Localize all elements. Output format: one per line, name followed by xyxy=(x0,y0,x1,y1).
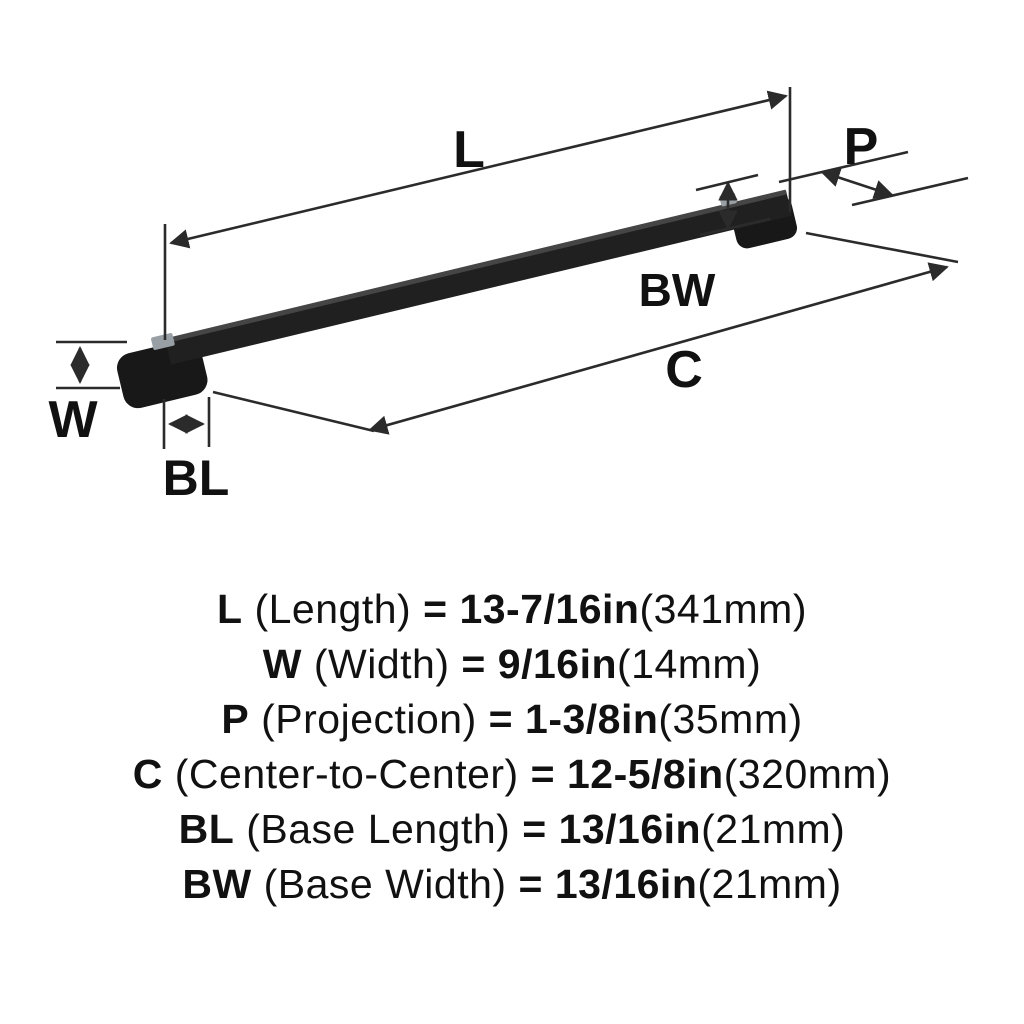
dim-abbr: BL xyxy=(178,806,235,852)
dim-name: (Length) xyxy=(254,586,412,632)
dim-value-metric: (14mm) xyxy=(617,641,762,687)
label-projection: P xyxy=(844,118,879,176)
dim-abbr: C xyxy=(132,751,163,797)
dim-value-metric: (341mm) xyxy=(639,586,807,632)
legend-row-projection: P (Projection) = 1-3/8in(35mm) xyxy=(0,692,1024,747)
legend-row-base-width: BW (Base Width) = 13/16in(21mm) xyxy=(0,857,1024,912)
dim-value-metric: (35mm) xyxy=(658,696,803,742)
dim-abbr: L xyxy=(217,586,243,632)
legend-row-width: W (Width) = 9/16in(14mm) xyxy=(0,637,1024,692)
label-width: W xyxy=(48,391,98,449)
dim-name: (Base Width) xyxy=(263,861,507,907)
dimension-labels: L P BW C W BL xyxy=(48,118,878,506)
center-left-extension xyxy=(212,390,375,433)
dim-value-imperial: 12-5/8in xyxy=(566,751,724,797)
dimension-diagram: L P BW C W BL xyxy=(48,87,969,506)
equals-sign: = xyxy=(423,586,448,632)
dim-value-imperial: 9/16in xyxy=(497,641,617,687)
dimension-lines xyxy=(56,87,969,449)
label-base-width: BW xyxy=(639,264,716,316)
legend-row-length: L (Length) = 13-7/16in(341mm) xyxy=(0,582,1024,637)
dim-value-imperial: 1-3/8in xyxy=(525,696,659,742)
dim-name: (Width) xyxy=(313,641,450,687)
label-base-length: BL xyxy=(163,450,230,506)
projection-arrow xyxy=(820,168,894,199)
legend-row-center-to-center: C (Center-to-Center) = 12-5/8in(320mm) xyxy=(0,747,1024,802)
projection-tick-outer xyxy=(778,150,909,184)
dimension-legend: L (Length) = 13-7/16in(341mm) W (Width) … xyxy=(0,582,1024,912)
dim-name: (Base Length) xyxy=(246,806,511,852)
dim-value-imperial: 13/16in xyxy=(554,861,698,907)
dim-value-imperial: 13-7/16in xyxy=(459,586,640,632)
dim-abbr: BW xyxy=(182,861,252,907)
center-dim-line xyxy=(368,262,949,435)
dim-name: (Center-to-Center) xyxy=(174,751,519,797)
legend-row-base-length: BL (Base Length) = 13/16in(21mm) xyxy=(0,802,1024,857)
dim-value-metric: (21mm) xyxy=(701,806,846,852)
dimension-diagram-svg: L P BW C W BL xyxy=(48,87,969,506)
equals-sign: = xyxy=(522,806,547,852)
equals-sign: = xyxy=(530,751,556,797)
dim-abbr: P xyxy=(221,696,250,742)
label-length: L xyxy=(453,121,485,179)
handle-left-mount-insert xyxy=(151,333,175,350)
left-mount-insert-shape xyxy=(151,333,175,350)
length-dim-line xyxy=(169,90,788,249)
dim-value-metric: (320mm) xyxy=(723,751,892,797)
dim-value-metric: (21mm) xyxy=(697,861,842,907)
label-center-to-center: C xyxy=(665,341,703,399)
equals-sign: = xyxy=(518,861,543,907)
dim-value-imperial: 13/16in xyxy=(558,806,702,852)
projection-tick-inner xyxy=(851,176,969,207)
equals-sign: = xyxy=(461,641,486,687)
dim-name: (Projection) xyxy=(261,696,477,742)
dim-abbr: W xyxy=(262,641,302,687)
center-right-extension xyxy=(805,231,959,264)
equals-sign: = xyxy=(488,696,514,742)
